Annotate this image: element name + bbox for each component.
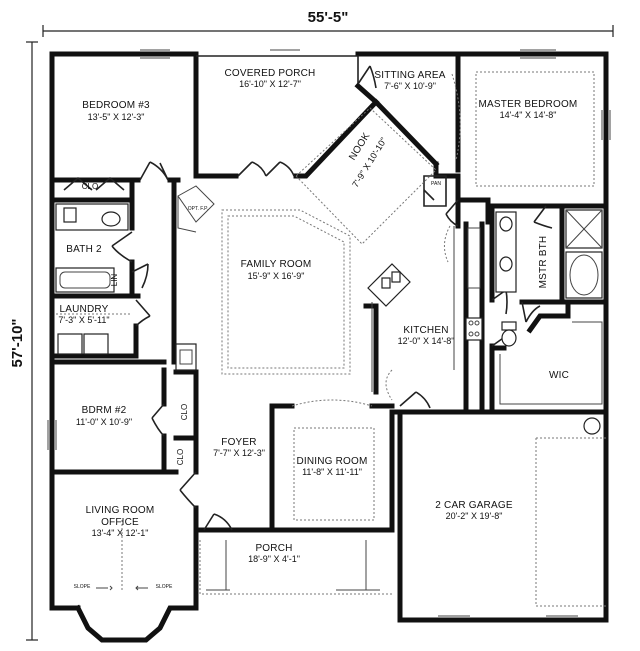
foyer-size: 7'-7" X 12'-3" xyxy=(213,448,265,458)
pantry-label: PAN xyxy=(431,181,441,187)
laundry-size: 7'-3" X 5'-11" xyxy=(58,315,109,325)
overall-depth-dimension: 57'-10" xyxy=(9,318,26,367)
master-bath-label: MSTR BTH xyxy=(538,236,549,289)
family-room-label: FAMILY ROOM xyxy=(241,259,312,270)
kitchen-label: KITCHEN xyxy=(403,325,448,336)
laundry-label: LAUNDRY xyxy=(59,304,108,315)
slope-right-label: SLOPE xyxy=(156,584,173,590)
fireplace-label: OPT. F.P. xyxy=(188,206,208,212)
bedroom3-label: BEDROOM #3 xyxy=(82,100,150,111)
linen-label: LIN xyxy=(110,274,119,287)
windows xyxy=(47,49,611,617)
garage-label: 2 CAR GARAGE xyxy=(435,500,513,511)
fixtures xyxy=(55,185,603,595)
wic-label: WIC xyxy=(549,370,569,381)
overall-width-dimension: 55'-5" xyxy=(308,9,349,26)
bedroom3-size: 13'-5" X 12'-3" xyxy=(88,112,145,122)
interior-walls xyxy=(49,51,609,533)
slope-left-label: SLOPE xyxy=(74,584,91,590)
family-room-size: 15'-9" X 16'-9" xyxy=(248,271,305,281)
porch-size: 18'-9" X 4'-1" xyxy=(248,554,300,564)
bedroom3-closet-label: CLO xyxy=(82,182,98,191)
master-bedroom-size: 14'-4" X 14'-8" xyxy=(500,110,557,120)
bdrm2-label: BDRM #2 xyxy=(82,405,127,416)
garage-size: 20'-2" X 19'-8" xyxy=(446,511,503,521)
office-label: OFFICE xyxy=(101,517,139,528)
master-bedroom-label: MASTER BEDROOM xyxy=(479,99,578,110)
kitchen-size: 12'-0" X 14'-8" xyxy=(398,336,455,346)
living-room-size: 13'-4" X 12'-1" xyxy=(92,528,149,538)
porch-label: PORCH xyxy=(255,543,292,554)
covered-porch-size: 16'-10" X 12'-7" xyxy=(239,79,301,89)
foyer-closet-label: CLO xyxy=(176,449,185,465)
foyer-label: FOYER xyxy=(221,437,256,448)
bdrm2-closet-label: CLO xyxy=(180,404,189,420)
exterior-walls xyxy=(49,51,609,643)
dimension-lines xyxy=(26,25,614,641)
bdrm2-size: 11'-0" X 10'-9" xyxy=(76,417,132,427)
dining-room-size: 11'-8" X 11'-11" xyxy=(302,467,362,477)
door-swings xyxy=(63,65,553,531)
sitting-area-label: SITTING AREA xyxy=(374,70,445,81)
bath2-label: BATH 2 xyxy=(66,244,102,255)
covered-porch-label: COVERED PORCH xyxy=(225,68,316,79)
ceiling-outlines xyxy=(221,71,606,607)
covered-porch-outline xyxy=(193,55,440,179)
dining-room-label: DINING ROOM xyxy=(296,456,367,467)
sitting-area-size: 7'-6" X 10'-9" xyxy=(384,81,436,91)
living-room-label: LIVING ROOM xyxy=(86,505,155,516)
